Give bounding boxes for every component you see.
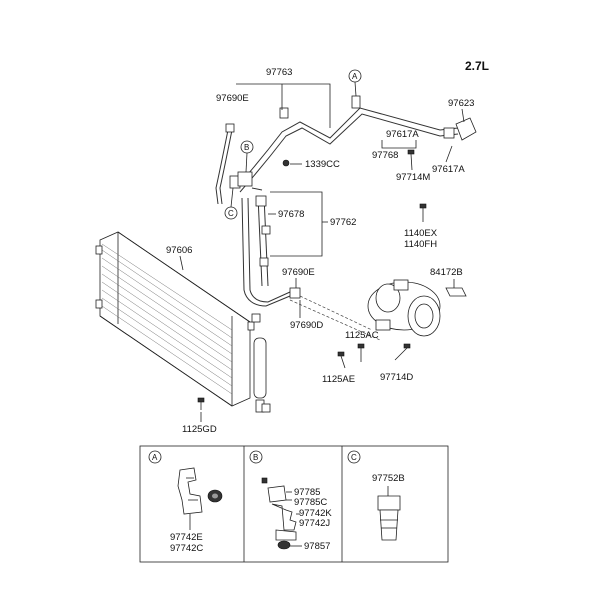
bolts-compressor [337,343,411,369]
label-97742k: 97742K [299,508,332,519]
svg-text:C: C [228,209,234,218]
detail-c: C [347,450,401,541]
ref-c-label: C [351,453,357,462]
label-97762: 97762 [330,217,356,228]
label-97690d: 97690D [290,320,323,331]
label-1140fh: 1140FH [404,239,437,250]
label-97763: 97763 [266,67,292,78]
label-84172b: 84172B [430,267,463,278]
label-97617a-b: 97617A [432,164,465,175]
condenser [95,231,271,413]
label-1140ex: 1140EX [404,228,438,239]
label-97768: 97768 [372,150,398,161]
label-97690e-top: 97690E [216,93,249,104]
ref-a-label: A [152,453,158,462]
gasket-84172b [445,287,467,297]
bolt-97714m [407,149,415,171]
label-97617a-a: 97617A [386,129,419,140]
label-97690e-mid: 97690E [282,267,315,278]
label-97714m: 97714M [396,172,430,183]
ref-circle-a-main: A [348,69,362,97]
label-1125gd: 1125GD [182,424,217,435]
label-97785: 97785 [294,487,320,498]
ref-b-label: B [253,453,258,462]
bolt-1125gd [197,397,205,410]
label-97742e: 97742E [170,532,203,543]
detail-a: A [148,450,223,530]
label-1125ae: 1125AE [322,374,355,385]
ac-pipes [215,95,477,323]
label-97714d: 97714D [380,372,413,383]
label-1125ac: 1125AC [345,330,379,341]
label-97752b: 97752B [372,473,405,484]
compressor [367,279,441,337]
engine-label: 2.7L [465,59,489,73]
label-97678: 97678 [278,209,304,220]
ref-circle-c-main: C [224,187,238,220]
svg-text:A: A [352,72,358,81]
label-97623: 97623 [448,98,474,109]
label-97742c: 97742C [170,543,203,554]
bolt-1140ex [419,203,427,222]
label-97785c: 97785C [294,497,327,508]
label-1339cc: 1339CC [305,159,340,170]
ref-circle-b-main: B [240,140,254,173]
svg-text:B: B [244,143,249,152]
label-97606: 97606 [166,245,192,256]
detail-b: B [249,450,302,550]
label-97857: 97857 [304,541,330,552]
label-97742j: 97742J [299,518,330,529]
